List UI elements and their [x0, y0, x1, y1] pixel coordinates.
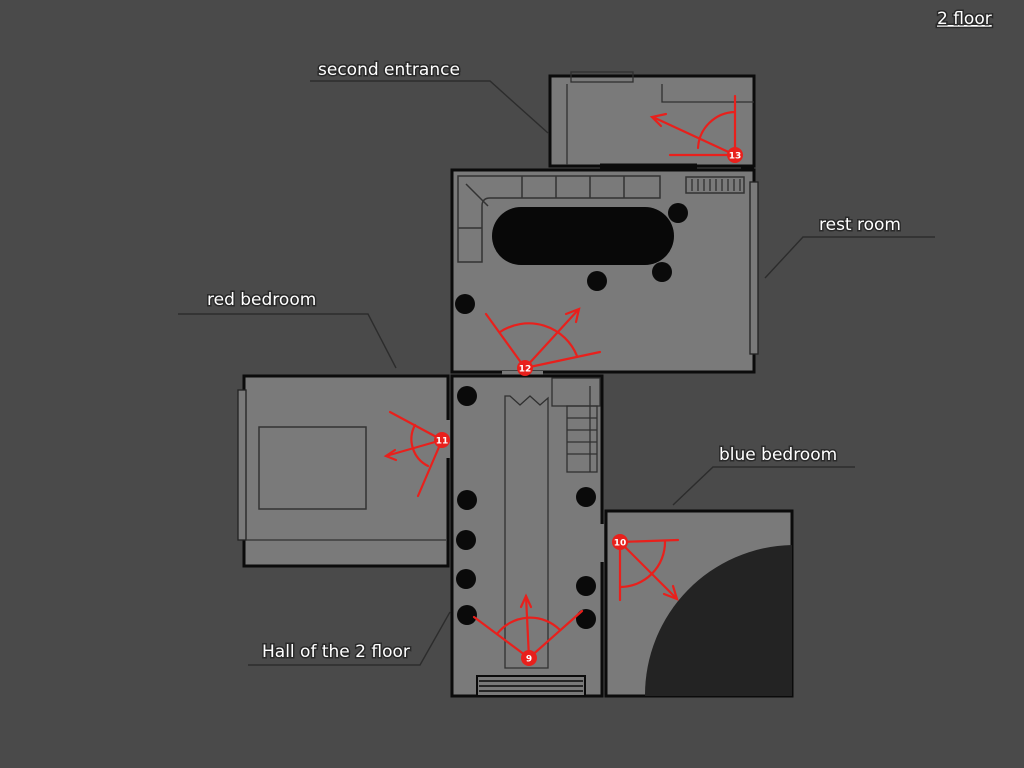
second-entrance-walls: [548, 74, 756, 168]
hall-stairs: [566, 405, 598, 473]
room-rest-room[interactable]: [450, 168, 759, 375]
room-hall[interactable]: [450, 374, 604, 698]
hall-pillar: [457, 386, 477, 406]
label-blue-bedroom: blue bedroom: [719, 445, 837, 465]
hall-pillar: [576, 609, 596, 629]
sofa-seam: [465, 183, 489, 207]
leader-blue-bedroom: [672, 466, 855, 506]
camera-12[interactable]: 12: [484, 307, 602, 376]
room-second-entrance[interactable]: [548, 71, 756, 170]
camera-12-fov-edge: [484, 312, 527, 370]
camera-9[interactable]: 9: [472, 593, 584, 666]
hall-pillar: [576, 576, 596, 596]
camera-11-number: 11: [436, 437, 449, 447]
camera-9-number: 9: [526, 655, 532, 665]
leader-lines: [178, 80, 935, 666]
label-second-entrance: second entrance: [318, 60, 460, 80]
rest-room-stool: [455, 294, 475, 314]
camera-12-fov-edge: [523, 350, 602, 370]
camera-11-arrowhead: [383, 448, 398, 462]
camera-12-arrowhead: [564, 307, 581, 324]
camera-9-fov-edge: [472, 615, 531, 660]
camera-12-fov-arc: [498, 322, 579, 358]
rest-room-stool: [652, 262, 672, 282]
camera-12-marker: [517, 360, 533, 376]
camera-11-marker: [434, 432, 450, 448]
rest-room-walls: [450, 168, 756, 374]
red-bedroom-bed: [258, 426, 367, 510]
camera-9-fov-edge: [527, 609, 584, 660]
camera-13-arrowhead: [649, 112, 668, 128]
camera-12-direction: [523, 308, 580, 370]
rest-room-stool: [587, 271, 607, 291]
hall-pillar: [457, 490, 477, 510]
rest-room-window: [749, 181, 759, 355]
rest-room-radiator: [685, 176, 745, 194]
camera-10-arrowhead: [662, 584, 679, 601]
rest-room-sofa: [457, 175, 661, 263]
hall-carpet: [504, 395, 549, 669]
leader-red-bedroom: [178, 313, 397, 369]
leader-hall: [248, 611, 451, 666]
label-red-bedroom: red bedroom: [207, 290, 316, 310]
camera-13[interactable]: 13: [649, 94, 743, 163]
camera-13-fov-arc: [696, 110, 737, 150]
camera-12-number: 12: [519, 365, 532, 375]
room-red-bedroom[interactable]: [237, 374, 450, 568]
camera-9-marker: [521, 650, 537, 666]
red-bedroom-window: [237, 389, 247, 541]
hall-pillar: [456, 569, 476, 589]
label-rest-room: rest room: [819, 215, 901, 235]
camera-10-number: 10: [614, 539, 627, 549]
camera-11-direction: [384, 438, 444, 458]
second-entrance-counter: [661, 84, 754, 103]
radiator-fins: [691, 179, 741, 191]
camera-9-arrowhead: [519, 593, 533, 609]
camera-10-fov-edge: [618, 538, 680, 544]
rest-room-table: [492, 207, 674, 265]
blue-bedroom-round-bed: [644, 545, 792, 696]
camera-11[interactable]: 11: [383, 410, 450, 498]
hall-walls: [450, 374, 604, 698]
floor-title: 2 floor: [937, 9, 992, 29]
rest-room-stool: [668, 203, 688, 223]
hall-pillar: [576, 487, 596, 507]
camera-11-fov-edge: [388, 410, 444, 442]
second-entrance-window: [570, 71, 634, 83]
hall-pillar: [456, 530, 476, 550]
camera-9-direction: [524, 594, 531, 660]
leader-rest-room: [764, 236, 935, 279]
camera-13-number: 13: [729, 152, 742, 162]
camera-10-marker: [612, 534, 628, 550]
camera-10-direction: [618, 540, 678, 600]
hall-pillar: [457, 605, 477, 625]
room-blue-bedroom[interactable]: [604, 509, 794, 698]
camera-13-marker: [727, 147, 743, 163]
label-hall: Hall of the 2 floor: [262, 642, 410, 662]
camera-13-direction: [653, 116, 737, 157]
camera-10[interactable]: 10: [612, 534, 680, 602]
leader-second-entrance: [310, 80, 549, 134]
red-bedroom-walls: [242, 374, 450, 568]
camera-11-fov-edge: [416, 438, 444, 498]
